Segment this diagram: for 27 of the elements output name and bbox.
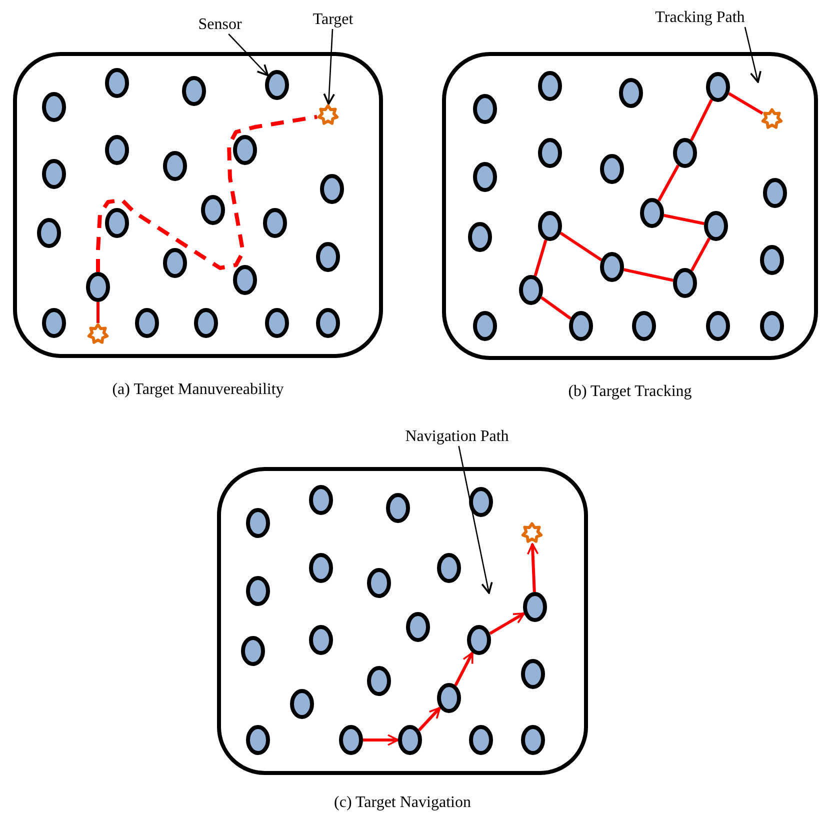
dashed-path	[96, 114, 318, 272]
figure-caption: (a) Target Manuvereability	[112, 380, 284, 400]
path-line	[728, 92, 764, 115]
path-arrow	[363, 734, 399, 746]
path-line	[534, 240, 548, 276]
path-line	[96, 302, 100, 323]
path-line	[690, 238, 711, 272]
leader-line	[744, 26, 762, 83]
leader-line	[228, 34, 269, 76]
callout-label: Sensor	[198, 16, 242, 33]
callout-label: Navigation Path	[405, 428, 509, 445]
path-line	[664, 214, 704, 226]
callout-label: Tracking Path	[655, 9, 745, 26]
path-arrow	[526, 543, 539, 592]
leader-line	[323, 28, 336, 105]
callout-label: Target	[312, 11, 354, 28]
path-line	[540, 296, 572, 320]
path-arrow	[454, 652, 474, 686]
path-line	[690, 99, 713, 141]
path-line	[657, 164, 680, 202]
figure-caption: (c) Target Navigation	[334, 793, 471, 813]
path-arrow	[418, 706, 441, 732]
path-line	[560, 232, 602, 262]
path-line	[623, 268, 674, 282]
figure-caption: (b) Target Tracking	[568, 382, 692, 402]
leader-line	[458, 446, 493, 594]
path-arrow	[489, 612, 525, 635]
